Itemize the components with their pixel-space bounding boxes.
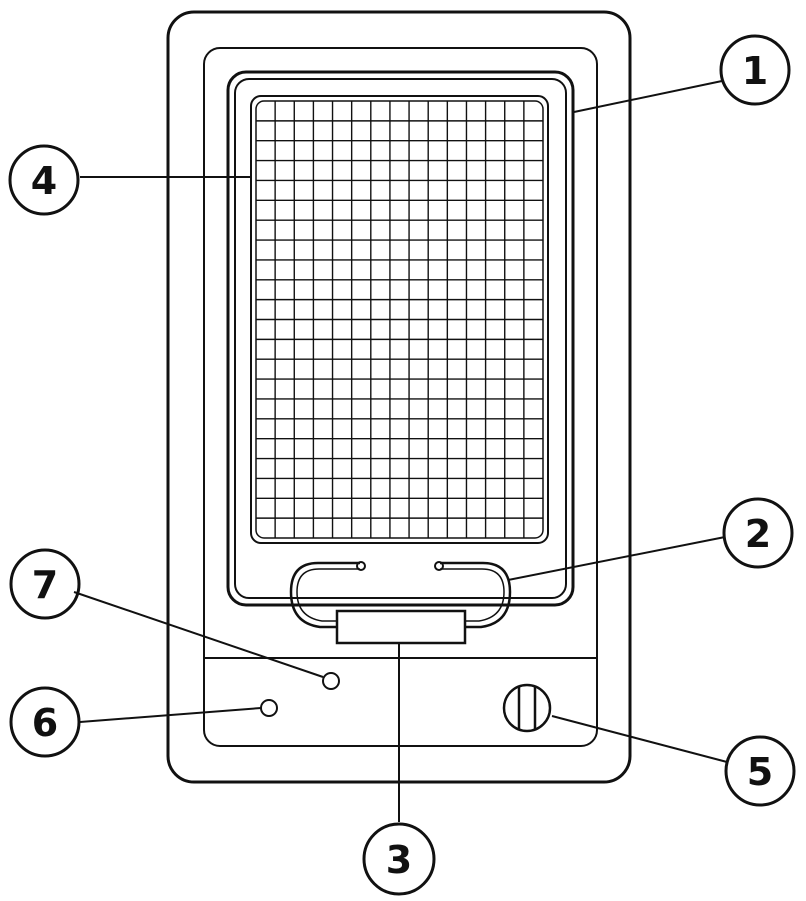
callout-7: 7 bbox=[9, 548, 81, 620]
leader-line-1 bbox=[573, 80, 723, 113]
callout-3: 3 bbox=[362, 822, 436, 896]
indicator-light-7 bbox=[322, 672, 340, 690]
callout-6: 6 bbox=[9, 686, 81, 758]
grate-handle-loop bbox=[289, 561, 512, 629]
handle-grip bbox=[335, 609, 467, 645]
leader-line-7 bbox=[73, 591, 324, 678]
inner-frame bbox=[203, 47, 598, 747]
handle-pivot-left bbox=[356, 561, 366, 571]
callout-2: 2 bbox=[722, 497, 794, 569]
callout-4: 4 bbox=[8, 144, 80, 216]
grill-tray-inner bbox=[234, 78, 567, 599]
control-knob[interactable] bbox=[502, 683, 552, 733]
leader-line-6 bbox=[79, 707, 262, 723]
grate-handle-loop-inner bbox=[296, 568, 505, 622]
callout-2-label: 2 bbox=[745, 512, 771, 556]
grill-grate-outer bbox=[250, 95, 549, 544]
callout-1: 1 bbox=[719, 34, 791, 106]
leader-line-2 bbox=[507, 536, 726, 581]
callout-4-label: 4 bbox=[31, 159, 57, 203]
callout-5-label: 5 bbox=[747, 750, 773, 794]
callout-6-label: 6 bbox=[32, 701, 58, 745]
indicator-light-6 bbox=[260, 699, 278, 717]
handle-pivot-right bbox=[434, 561, 444, 571]
grill-tray-outer bbox=[226, 70, 575, 607]
callout-5: 5 bbox=[724, 735, 796, 807]
callout-3-label: 3 bbox=[386, 838, 412, 882]
grill-grate-mesh bbox=[256, 101, 543, 538]
leader-line-5 bbox=[551, 715, 728, 763]
callout-1-label: 1 bbox=[742, 49, 768, 93]
callout-7-label: 7 bbox=[32, 563, 58, 607]
